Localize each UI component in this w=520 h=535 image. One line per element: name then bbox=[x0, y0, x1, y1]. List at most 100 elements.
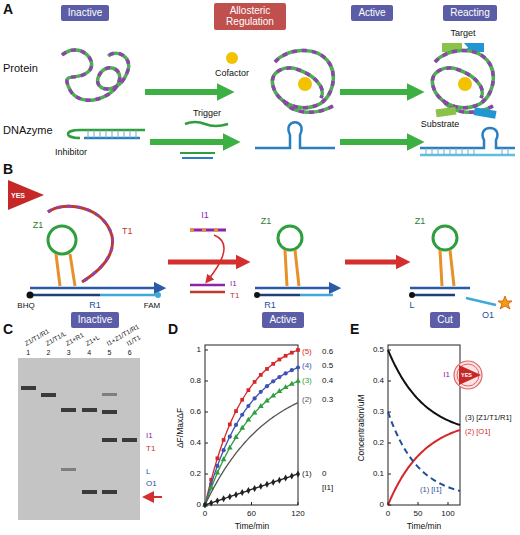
dna-strand bbox=[190, 291, 225, 294]
strand-name: L bbox=[409, 301, 414, 311]
data-marker bbox=[264, 397, 270, 402]
green-arrow bbox=[340, 139, 412, 145]
panel-letter: E bbox=[350, 322, 359, 337]
panel-letter: C bbox=[3, 322, 13, 337]
gate-ring bbox=[454, 361, 482, 389]
data-marker bbox=[258, 403, 264, 408]
base-pairs bbox=[426, 148, 508, 155]
strand-name: T1 bbox=[230, 292, 239, 301]
lane-number: 2 bbox=[47, 349, 51, 357]
o1-strand bbox=[466, 298, 496, 305]
data-marker bbox=[234, 423, 238, 427]
strand-name: Z1 bbox=[33, 221, 44, 231]
text-label: Inhibitor bbox=[55, 148, 87, 158]
red-pointer bbox=[148, 496, 162, 498]
green-arrow bbox=[145, 89, 222, 95]
curve-label: (1) [I1] bbox=[420, 486, 442, 494]
data-marker bbox=[296, 470, 300, 477]
data-marker bbox=[265, 384, 269, 388]
plot-frame bbox=[388, 345, 460, 505]
data-curve bbox=[205, 367, 298, 505]
curve-variable: [I1] bbox=[322, 484, 333, 493]
tick-mark bbox=[251, 502, 252, 505]
tick-mark bbox=[448, 502, 449, 505]
green-arrow bbox=[150, 139, 228, 145]
dna-strand bbox=[180, 152, 215, 154]
curve-value: 0.3 bbox=[322, 396, 333, 405]
node-text: Reacting bbox=[450, 7, 489, 19]
data-marker bbox=[277, 388, 283, 393]
panel-letter: A bbox=[3, 2, 13, 17]
text-label: Target bbox=[450, 29, 475, 39]
curve-number: (1) bbox=[302, 470, 312, 479]
data-marker bbox=[283, 371, 287, 375]
data-marker bbox=[296, 365, 300, 369]
dnazyme-hairpin bbox=[420, 128, 515, 148]
gel-band bbox=[61, 408, 76, 412]
red-arrow bbox=[168, 260, 240, 265]
lane-number: 3 bbox=[67, 349, 71, 357]
tick-mark bbox=[388, 381, 391, 382]
tick-mark bbox=[388, 412, 391, 413]
data-marker bbox=[239, 425, 245, 430]
data-marker bbox=[290, 351, 294, 355]
z1-stem bbox=[440, 250, 454, 286]
fluorescence-star bbox=[498, 296, 512, 309]
state-box: Cut bbox=[430, 312, 460, 328]
tick-mark bbox=[205, 381, 208, 382]
data-marker bbox=[271, 379, 275, 383]
tick-label: 1 bbox=[197, 346, 201, 355]
tick-label: 0.1 bbox=[373, 470, 384, 479]
band-label: L bbox=[146, 468, 150, 477]
protein-coil bbox=[432, 50, 493, 112]
state-box: Inactive bbox=[71, 312, 119, 328]
dna-strand bbox=[30, 287, 160, 290]
cofactor-ball bbox=[298, 77, 312, 91]
panel-letter: B bbox=[3, 162, 13, 177]
z1-stem bbox=[56, 254, 75, 286]
data-marker bbox=[277, 375, 281, 379]
fluorophore-dot bbox=[155, 292, 161, 298]
protein-coil bbox=[432, 50, 493, 112]
band-label: I1 bbox=[146, 432, 153, 441]
gel-band bbox=[82, 490, 97, 494]
data-curve bbox=[205, 381, 298, 505]
tick-mark bbox=[418, 502, 419, 505]
strand-name: I1 bbox=[230, 280, 237, 289]
data-curve bbox=[205, 403, 298, 505]
axis-title: ΔF/MaxΔF bbox=[176, 408, 185, 448]
panel-letter: D bbox=[168, 322, 178, 337]
tick-label: 120 bbox=[291, 510, 304, 519]
state-box: Reacting bbox=[443, 5, 496, 21]
dna-strand bbox=[255, 294, 300, 297]
strand-name: Z1 bbox=[261, 217, 272, 227]
data-marker bbox=[228, 423, 232, 427]
data-marker bbox=[290, 368, 294, 372]
data-marker bbox=[253, 380, 257, 384]
data-marker bbox=[203, 502, 207, 509]
data-marker bbox=[246, 417, 252, 422]
cofactor-ball bbox=[226, 52, 238, 64]
data-marker bbox=[222, 495, 226, 502]
data-marker bbox=[252, 396, 256, 400]
red-curve-arrow bbox=[208, 235, 224, 280]
z1-loop bbox=[278, 226, 302, 250]
dye-name: FAM bbox=[144, 302, 160, 311]
tick-label: 0.8 bbox=[190, 377, 201, 386]
curve-number: (3) bbox=[302, 377, 312, 386]
gel-band bbox=[21, 386, 36, 390]
tick-label: 0 bbox=[380, 501, 384, 510]
trigger-strand bbox=[185, 122, 228, 126]
curve-number: (2) bbox=[302, 396, 312, 405]
data-curve bbox=[388, 430, 460, 505]
node-text: Inactive bbox=[78, 314, 112, 326]
data-marker bbox=[271, 479, 275, 486]
state-box: Active bbox=[351, 5, 392, 21]
tick-mark bbox=[388, 502, 389, 505]
tick-mark bbox=[388, 350, 391, 351]
data-curve bbox=[205, 350, 298, 505]
gel-band bbox=[82, 408, 97, 412]
strand-name: R1 bbox=[264, 301, 276, 311]
data-marker bbox=[228, 435, 232, 439]
state-box: Allosteric Regulation bbox=[214, 3, 286, 30]
